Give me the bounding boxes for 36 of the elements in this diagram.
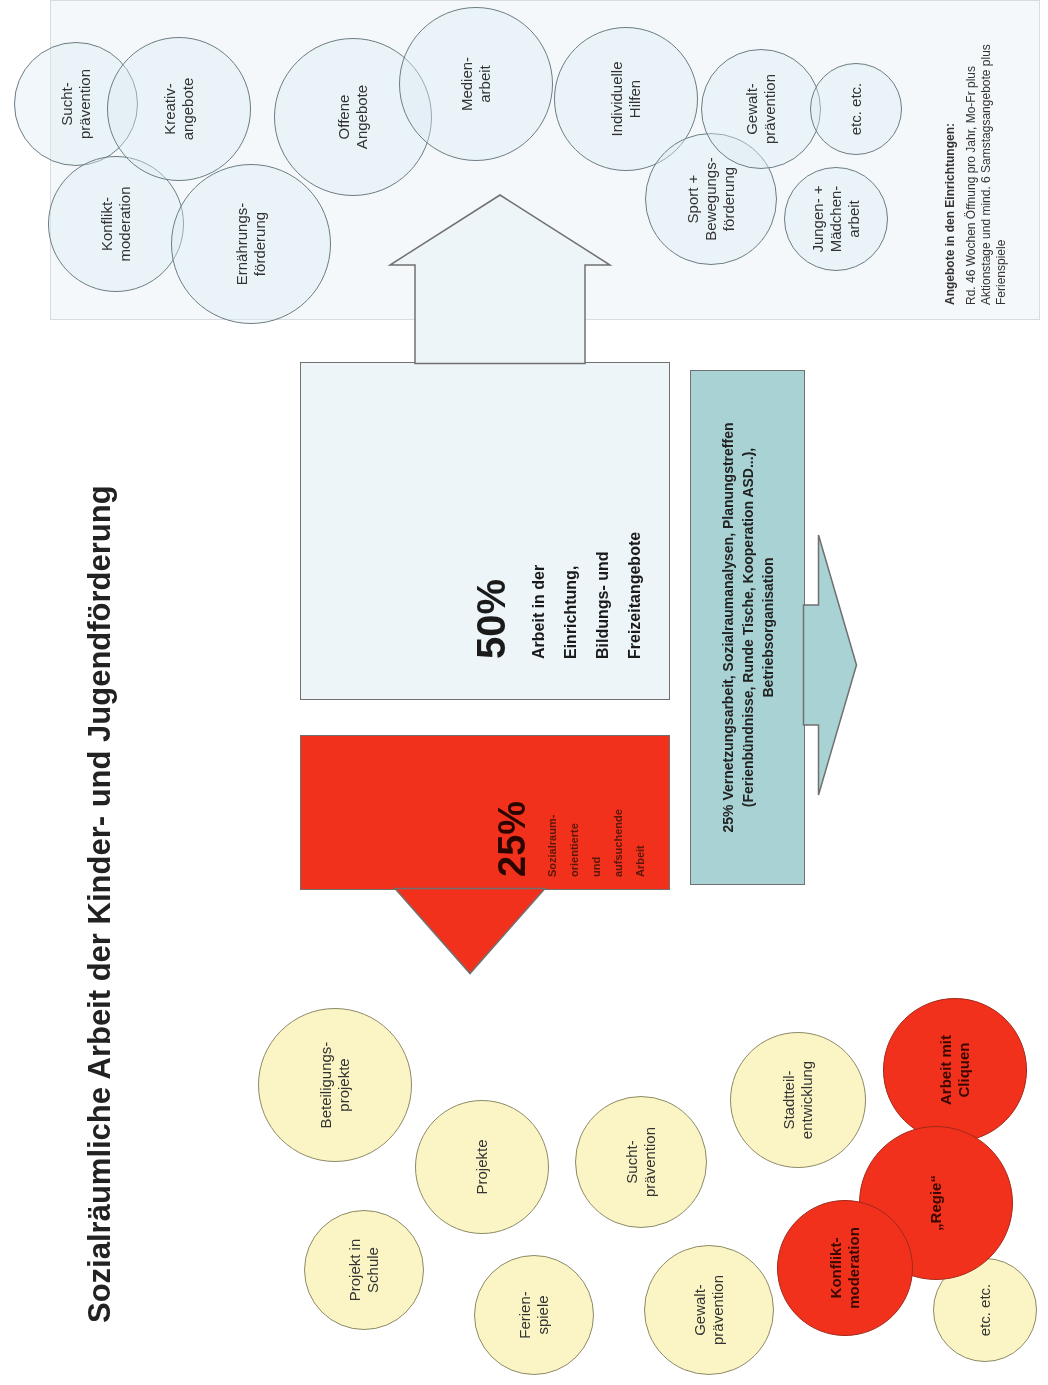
- circle-label: Beteiligungs- projekte: [317, 1040, 353, 1131]
- circle-label: Projekte: [473, 1139, 491, 1195]
- box-caption: Sozialraum- orientierte und aufsuchende Arbeit: [545, 808, 647, 877]
- circle-label: Ernährungs- förderung: [233, 201, 269, 288]
- circle-label: etc. etc.: [976, 1283, 994, 1337]
- panel-heading: Angebote in den Einrichtungen:: [943, 122, 958, 305]
- circle-label: Konflikt- moderation: [98, 185, 134, 264]
- circle-label: Konflikt- moderation: [827, 1226, 863, 1311]
- circle-label: Sport + Bewegungs- förderung: [684, 156, 738, 243]
- block-arrow: [387, 194, 613, 365]
- percentage-box: [300, 362, 670, 700]
- circle-label: Medien- arbeit: [458, 55, 494, 114]
- circle-label: „Regie“: [927, 1175, 945, 1231]
- percentage-value: 50%: [469, 577, 513, 659]
- percentage-box: [300, 735, 670, 890]
- circle-label: Projekt in Schule: [346, 1237, 382, 1304]
- box-caption: 25% Vernetzungsarbeit, Sozialraumanalysen, Planungstreffen (Ferienbündnisse, Runde Tische, Kooperation ASD...), Betriebsorganisation: [718, 421, 777, 835]
- circle-label: Sucht- prävention: [623, 1126, 659, 1200]
- circle-label: Stadtteil- entwicklung: [780, 1059, 816, 1142]
- block-arrow: [802, 534, 858, 796]
- block-arrow: [393, 887, 547, 975]
- circle-label: Offene Angebote: [335, 83, 371, 152]
- diagram-title: Sozialräumliche Arbeit der Kinder- und Jugendförderung: [82, 485, 117, 1323]
- percentage-value: 25%: [491, 799, 533, 877]
- panel-note: Rd. 46 Wochen Öffnung pro Jahr, Mo-Fr plus Aktionstage und mind. 6 Samstagsangebote plus Ferienspiele: [964, 43, 1009, 305]
- circle-label: Individuelle Hilfen: [608, 60, 644, 139]
- box-caption: Arbeit in der Einrichtung, Bildungs- und Freizeitangebote: [529, 530, 644, 659]
- percentage-box: [690, 370, 805, 885]
- circle-label: Arbeit mit Cliquen: [937, 1034, 973, 1107]
- circle-label: Sucht- prävention: [58, 67, 94, 142]
- circle-label: Gewalt- prävention: [691, 1274, 727, 1348]
- circle-label: Kreativ- angebote: [161, 76, 197, 143]
- circle-label: Ferien- spiele: [516, 1290, 552, 1341]
- circle-label: Gewalt- prävention: [743, 72, 779, 147]
- circle-label: Jungen- + Mädchen- arbeit: [809, 184, 863, 255]
- circle-label: etc. etc.: [847, 82, 865, 136]
